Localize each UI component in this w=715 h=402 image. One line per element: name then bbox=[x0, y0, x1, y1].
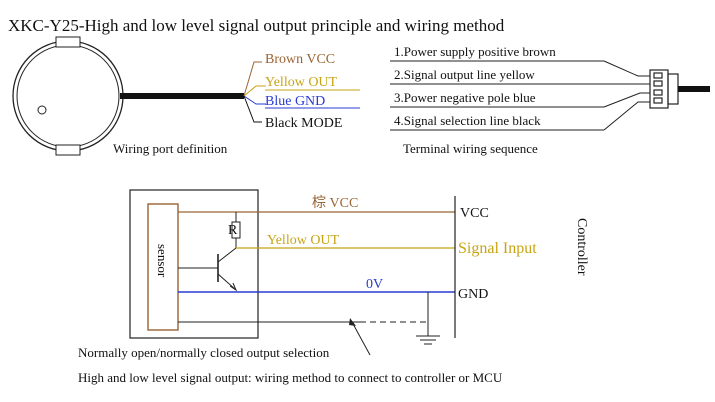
transistor-circuit bbox=[178, 212, 241, 292]
module-box bbox=[129, 189, 259, 339]
terminal-lines bbox=[390, 60, 650, 131]
resistor-label: R bbox=[228, 223, 238, 238]
terminal-cable bbox=[678, 86, 710, 92]
controller-label: Controller bbox=[574, 218, 589, 276]
wire-fan bbox=[243, 61, 266, 123]
sensor-block bbox=[147, 203, 179, 331]
wire-label-blue: Blue GND bbox=[265, 94, 325, 109]
wiring-port-caption: Wiring port definition bbox=[113, 141, 228, 156]
vcc-line-label: 棕 VCC bbox=[312, 195, 358, 211]
sensor-label: sensor bbox=[155, 244, 170, 278]
wire-label-yellow: Yellow OUT bbox=[265, 75, 338, 90]
diagram-title: XKC-Y25-High and low level signal output… bbox=[8, 16, 505, 35]
ov-label: 0V bbox=[366, 277, 383, 292]
terminal-line-2: 2.Signal output line yellow bbox=[394, 67, 535, 82]
sensor-body bbox=[12, 36, 124, 156]
terminal-line-4: 4.Signal selection line black bbox=[394, 113, 541, 128]
mode-selection-line bbox=[178, 292, 429, 336]
controller-pin-vcc: VCC bbox=[460, 206, 489, 221]
bottom-caption: High and low level signal output: wiring… bbox=[78, 370, 503, 385]
ground-symbol bbox=[416, 335, 440, 345]
selection-arrowhead bbox=[349, 318, 356, 326]
terminal-line-1: 1.Power supply positive brown bbox=[394, 44, 556, 59]
yellow-out-label: Yellow OUT bbox=[267, 233, 340, 248]
terminal-line-3: 3.Power negative pole blue bbox=[394, 90, 536, 105]
terminal-connector bbox=[649, 69, 679, 109]
controller-pin-gnd: GND bbox=[458, 287, 488, 302]
controller-pin-signal: Signal Input bbox=[458, 240, 537, 257]
selection-note: Normally open/normally closed output sel… bbox=[78, 345, 330, 360]
wire-label-black: Black MODE bbox=[265, 116, 342, 131]
terminal-caption: Terminal wiring sequence bbox=[403, 141, 538, 156]
sensor-cable bbox=[120, 93, 244, 99]
selection-arrow bbox=[351, 321, 371, 356]
wire-label-brown: Brown VCC bbox=[265, 52, 335, 67]
